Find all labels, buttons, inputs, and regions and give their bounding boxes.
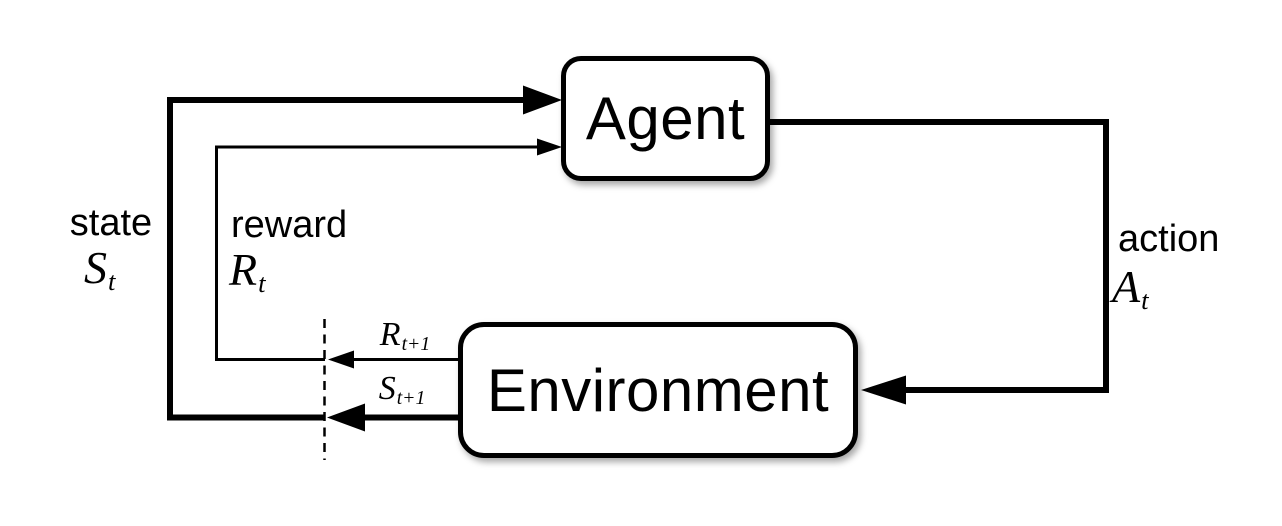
action-arrowhead — [861, 375, 906, 405]
state-symbol: St — [84, 242, 116, 296]
state-arrowhead — [523, 85, 562, 115]
reward-symbol: Rt — [229, 244, 266, 298]
environment-box-label: Environment — [486, 356, 830, 424]
reward-arrow — [215, 138, 562, 361]
agent-box-label: Agent — [585, 85, 746, 152]
next-state-symbol: St+1 — [378, 370, 426, 409]
reward-label: reward — [231, 204, 348, 246]
state-arrow — [167, 85, 562, 421]
environment-box: Environment — [458, 322, 858, 458]
agent-box: Agent — [561, 56, 770, 181]
next-reward-arrowhead — [328, 350, 354, 369]
next-reward-symbol: Rt+1 — [379, 316, 431, 355]
next-state-arrowhead — [327, 403, 365, 432]
next-reward-arrow — [328, 350, 462, 369]
action-label: action — [1118, 218, 1220, 260]
action-arrow — [766, 119, 1109, 405]
reward-arrowhead — [537, 138, 562, 156]
action-symbol: At — [1112, 261, 1149, 315]
state-label: state — [69, 202, 153, 244]
next-state-arrow — [327, 403, 462, 432]
